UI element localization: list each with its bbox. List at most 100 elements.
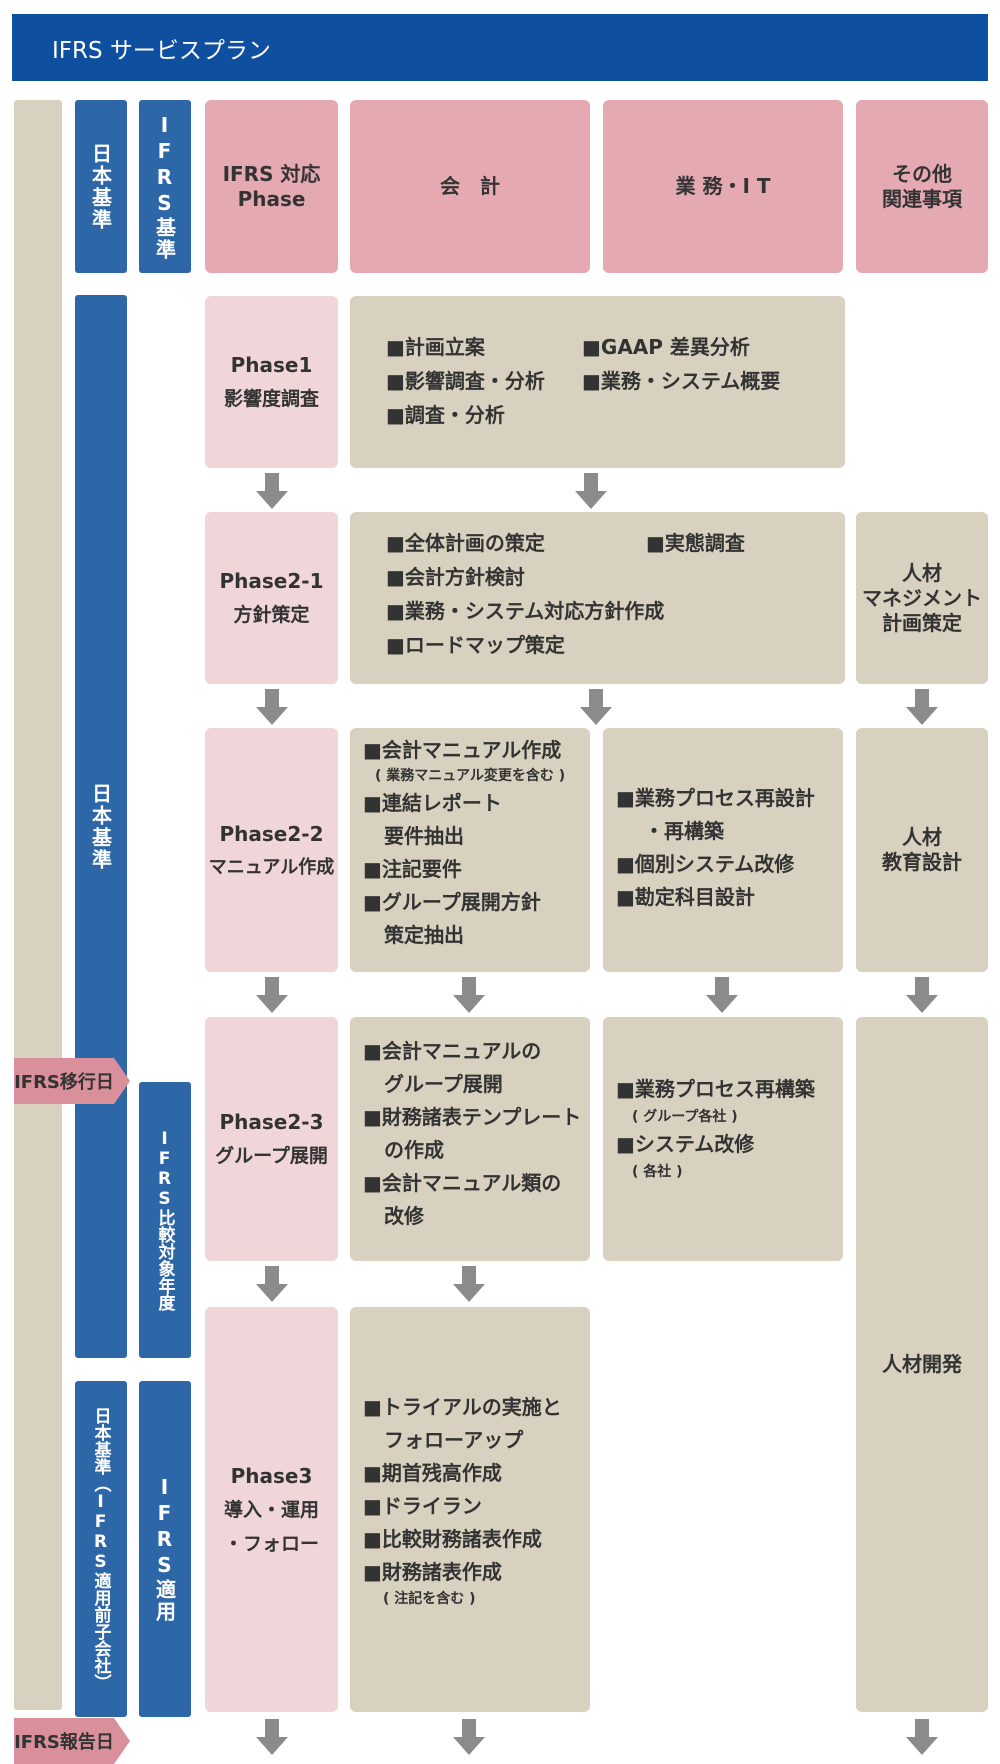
ifrs-gaap-top-bar: IFRS基準 bbox=[139, 100, 191, 273]
list-item: ■会計マニュアル作成 bbox=[363, 738, 562, 762]
list-item: ■会計方針検討 bbox=[386, 565, 525, 589]
phase1-task-column-2: ■GAAP 差異分析 ■業務・システム概要 bbox=[582, 330, 780, 398]
phase21-task-column-1: ■全体計画の策定 ■会計方針検討 ■業務・システム対応方針作成 ■ロードマップ策… bbox=[386, 526, 664, 662]
phase-desc: マニュアル作成 bbox=[208, 857, 335, 879]
list-item: ■グループ展開方針 bbox=[363, 889, 541, 914]
phase1-task-column-1: ■計画立案 ■影響調査・分析 ■調査・分析 bbox=[386, 330, 545, 432]
ifrs-applied-label: IFRS適用 bbox=[152, 1475, 177, 1623]
phase23-business-box: ■業務プロセス再構築 ( グループ各社 ) ■システム改修 ( 各社 ) bbox=[603, 1017, 843, 1261]
down-arrow-icon bbox=[256, 1266, 288, 1302]
list-item: ■勘定科目設計 bbox=[616, 885, 755, 909]
phase-name: Phase3 bbox=[230, 1464, 313, 1489]
phase1-task-box: ■計画立案 ■影響調査・分析 ■調査・分析 ■GAAP 差異分析 ■業務・システ… bbox=[350, 296, 845, 468]
list-item-cont: グループ展開 bbox=[384, 1072, 503, 1096]
list-item: ■会計マニュアル類の bbox=[363, 1171, 562, 1195]
down-arrow-icon bbox=[453, 1266, 485, 1302]
down-arrow-icon bbox=[256, 1719, 288, 1755]
list-item-note: ( 各社 ) bbox=[632, 1164, 683, 1181]
reporting-date-label: IFRS報告日 bbox=[14, 1732, 114, 1753]
phase21-other-line3: 計画策定 bbox=[882, 610, 962, 635]
down-arrow-icon bbox=[256, 977, 288, 1013]
down-arrow-icon bbox=[906, 1719, 938, 1755]
phase-name: Phase2-2 bbox=[219, 822, 324, 847]
list-item: ■システム改修 bbox=[616, 1132, 755, 1157]
jp-gaap-main-bar: 日本基準 bbox=[75, 295, 127, 1358]
phase-name: Phase2-3 bbox=[219, 1110, 324, 1135]
phase21-task-column-2: ■実態調査 bbox=[646, 526, 745, 560]
phase-desc: グループ展開 bbox=[215, 1145, 328, 1168]
phase21-other-line1: 人材 bbox=[902, 560, 942, 585]
reporting-date-tag: IFRS報告日 bbox=[14, 1718, 130, 1764]
transition-date-tag: IFRS移行日 bbox=[14, 1058, 130, 1104]
phase23-accounting-box: ■会計マニュアルの グループ展開 ■財務諸表テンプレート の作成 ■会計マニュア… bbox=[350, 1017, 590, 1261]
column-header-phase-line1: IFRS 対応 bbox=[222, 161, 321, 186]
column-header-accounting-label: 会 計 bbox=[440, 174, 500, 198]
other-long-label: 人材開発 bbox=[882, 1352, 962, 1376]
column-header-phase-line2: Phase bbox=[237, 186, 306, 211]
ifrs-comparative-year-bar: IFRS比較対象年度 bbox=[139, 1082, 191, 1358]
list-item: ■比較財務諸表作成 bbox=[363, 1527, 542, 1551]
phase22-other-text: 人材 教育設計 bbox=[882, 825, 962, 875]
down-arrow-icon bbox=[906, 689, 938, 725]
phase22-other-box: 人材 教育設計 bbox=[856, 728, 988, 972]
phase-desc-1: 導入・運用 bbox=[223, 1499, 319, 1522]
phase-desc-2: ・フォロー bbox=[223, 1532, 319, 1555]
list-item: ■業務・システム概要 bbox=[582, 369, 781, 393]
list-item: ■財務諸表作成 bbox=[363, 1560, 502, 1584]
phase21-other-line2: マネジメント bbox=[862, 585, 982, 610]
list-item: ■財務諸表テンプレート bbox=[363, 1105, 582, 1129]
list-item: ■GAAP 差異分析 bbox=[582, 335, 750, 359]
list-item-cont: の作成 bbox=[384, 1138, 444, 1162]
list-item: ■業務・システム対応方針作成 bbox=[386, 599, 665, 623]
phase-cell-p22: Phase2-2 マニュアル作成 bbox=[205, 728, 338, 972]
phase22-other-line1: 人材 bbox=[902, 825, 942, 849]
jp-gaap-bottom-bar: 日本基準（IFRS適用前子会社） bbox=[75, 1381, 127, 1717]
phase3-accounting-box: ■トライアルの実施と フォローアップ ■期首残高作成 ■ドライラン ■比較財務諸… bbox=[350, 1307, 590, 1712]
phase21-other-text: 人材 マネジメント 計画策定 bbox=[862, 561, 982, 636]
list-item: ■影響調査・分析 bbox=[386, 369, 545, 393]
list-item: ■実態調査 bbox=[646, 531, 745, 555]
list-item: ■トライアルの実施と bbox=[363, 1395, 562, 1419]
down-arrow-icon bbox=[453, 977, 485, 1013]
transition-date-tag-shape bbox=[14, 1058, 130, 1104]
column-header-other-line1: その他 bbox=[892, 161, 952, 186]
column-header-phase: IFRS 対応 Phase bbox=[205, 100, 338, 273]
phase-cell-p1: Phase1 影響度調査 bbox=[205, 296, 338, 468]
phase22-other-line2: 教育設計 bbox=[882, 850, 962, 874]
other-long-box: 人材開発 bbox=[856, 1017, 988, 1712]
down-arrow-icon bbox=[575, 473, 607, 509]
jp-gaap-top-bar: 日本基準 bbox=[75, 100, 127, 273]
list-item: ■個別システム改修 bbox=[616, 852, 795, 876]
down-arrow-icon bbox=[256, 689, 288, 725]
phase-name: Phase2-1 bbox=[219, 569, 324, 594]
list-item: ■期首残高作成 bbox=[363, 1461, 502, 1485]
list-item-cont: 要件抽出 bbox=[384, 823, 464, 848]
page-title: IFRS サービスプラン bbox=[52, 37, 271, 64]
list-item-note: ( 注記を含む ) bbox=[383, 1591, 476, 1607]
down-arrow-icon bbox=[453, 1719, 485, 1755]
list-item-cont: フォローアップ bbox=[384, 1428, 524, 1452]
jp-gaap-bottom-label: 日本基準（IFRS適用前子会社） bbox=[90, 1407, 111, 1691]
list-item: ■計画立案 bbox=[386, 335, 485, 359]
column-header-business-it-label: 業 務・I T bbox=[675, 174, 771, 198]
ifrs-gaap-top-label: IFRS基準 bbox=[152, 112, 177, 261]
phase22-business-box: ■業務プロセス再設計 ・再構築 ■個別システム改修 ■勘定科目設計 bbox=[603, 728, 843, 972]
phase-name: Phase1 bbox=[230, 353, 313, 378]
list-item-note: ( 業務マニュアル変更を含む ) bbox=[375, 768, 566, 784]
phase-cell-p3: Phase3 導入・運用 ・フォロー bbox=[205, 1307, 338, 1712]
list-item: ■業務プロセス再構築 bbox=[616, 1077, 815, 1101]
page-header: IFRS サービスプラン bbox=[12, 14, 988, 81]
list-item: ■全体計画の策定 bbox=[386, 531, 545, 555]
transition-date-label: IFRS移行日 bbox=[14, 1072, 114, 1093]
column-header-other: その他 関連事項 bbox=[856, 100, 988, 273]
list-item-cont: 改修 bbox=[384, 1204, 424, 1228]
list-item-cont: 策定抽出 bbox=[384, 922, 464, 947]
list-item: ■業務プロセス再設計 bbox=[616, 786, 815, 810]
column-header-accounting: 会 計 bbox=[350, 100, 590, 273]
list-item: ■会計マニュアルの bbox=[363, 1039, 542, 1063]
down-arrow-icon bbox=[906, 977, 938, 1013]
jp-gaap-main-label: 日本基準 bbox=[88, 782, 113, 871]
list-item-note: ( グループ各社 ) bbox=[632, 1109, 738, 1125]
column-header-business-it: 業 務・I T bbox=[603, 100, 843, 273]
ifrs-comparative-year-label: IFRS比較対象年度 bbox=[154, 1129, 175, 1311]
